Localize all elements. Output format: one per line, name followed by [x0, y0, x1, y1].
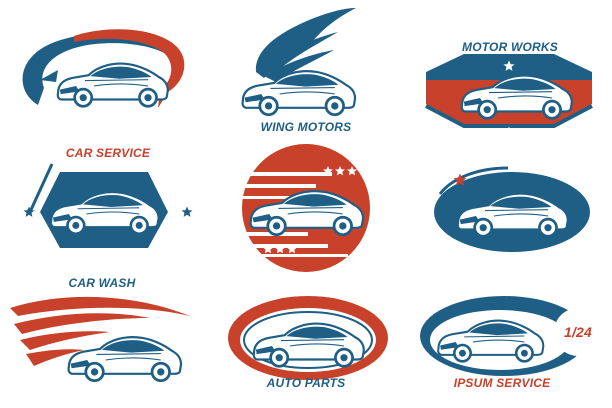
ipsum-service-emblem — [420, 296, 602, 376]
car-wash-emblem — [23, 163, 193, 248]
speed-lines-icon — [10, 296, 190, 366]
logo-swoosh — [0, 272, 204, 408]
sports-car-icon — [241, 69, 357, 117]
motor-works-emblem — [425, 54, 593, 137]
wing-motors-emblem — [241, 8, 357, 117]
logo-auto-parts: AUTO PARTS — [204, 272, 408, 408]
auto-parts-emblem — [228, 296, 388, 380]
swoosh-emblem — [10, 296, 190, 383]
logo-car-service: CAR SERVICE — [0, 0, 204, 160]
ipsum-service-badge: 1/24 — [563, 324, 593, 340]
wing-motors-label: WING MOTORS — [260, 120, 352, 134]
motor-works-label: MOTOR WORKS — [462, 40, 558, 54]
car-wash-label: CAR WASH — [68, 276, 136, 290]
logo-speed-circle — [204, 136, 408, 272]
blue-oval-emblem — [434, 166, 590, 252]
logo-car-wash: CAR WASH — [0, 136, 204, 290]
logo-ipsum-service: 1/24 IPSUM SERVICE — [408, 272, 612, 408]
sports-car-icon — [56, 62, 170, 108]
logo-motor-works: MOTOR WORKS — [408, 0, 612, 137]
auto-parts-label: AUTO PARTS — [266, 376, 346, 390]
logo-blue-oval — [408, 136, 612, 272]
sports-car-icon — [67, 335, 183, 383]
ipsum-service-label: IPSUM SERVICE — [453, 376, 551, 390]
car-service-emblem — [22, 29, 185, 108]
wing-icon — [255, 8, 356, 82]
logo-wing-motors: WING MOTORS — [204, 0, 408, 136]
car-service-label: CAR SERVICE — [65, 146, 151, 160]
speed-circle-emblem — [236, 144, 370, 272]
